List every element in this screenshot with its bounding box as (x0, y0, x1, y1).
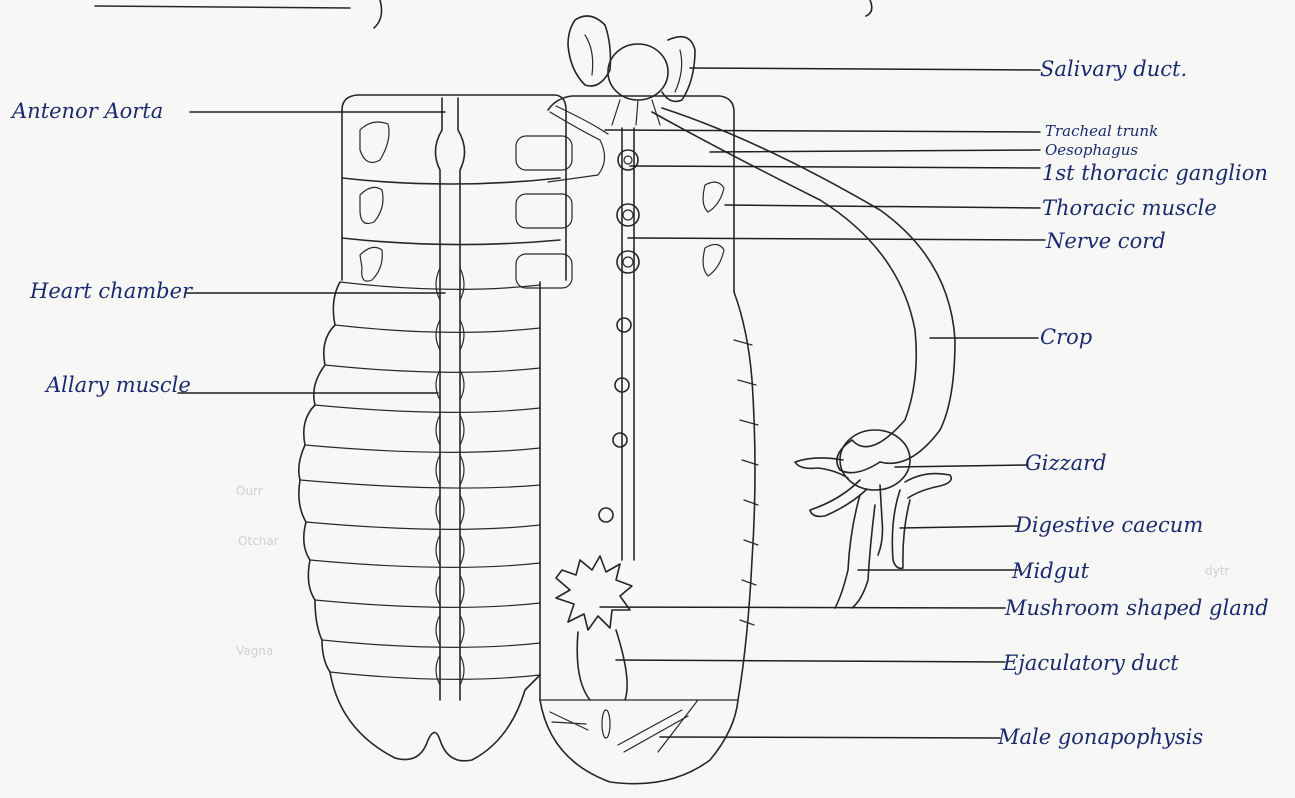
left-labels: Antenor Aorta Heart chamber Allary muscl… (10, 99, 194, 397)
label-nerve-cord: Nerve cord (1045, 229, 1166, 253)
label-oesophagus: Oesophagus (1045, 141, 1138, 159)
dorsal-vessel (435, 98, 464, 700)
svg-text:Ourr: Ourr (236, 484, 263, 498)
label-mushroom-gland: Mushroom shaped gland (1004, 596, 1269, 620)
label-midgut: Midgut (1011, 559, 1090, 583)
label-gizzard: Gizzard (1025, 451, 1107, 475)
label-salivary-duct: Salivary duct. (1040, 57, 1187, 81)
digestive-tract (652, 108, 955, 608)
label-digestive-caecum: Digestive caecum (1014, 513, 1203, 537)
nerve-cord (599, 128, 639, 560)
label-thoracic-muscle: Thoracic muscle (1042, 196, 1217, 220)
leader-lines (178, 68, 1045, 738)
label-male-gonapophysis: Male gonapophysis (997, 725, 1203, 749)
head-salivary (568, 16, 695, 125)
label-crop: Crop (1040, 325, 1092, 349)
svg-text:Otchar: Otchar (238, 534, 279, 548)
dorsal-body-outline (299, 95, 566, 761)
label-tracheal-trunk: Tracheal trunk (1045, 122, 1158, 140)
reproductive-organs (550, 556, 698, 752)
label-alary-muscle: Allary muscle (44, 373, 191, 397)
tracheal-tubes (548, 106, 608, 182)
svg-text:dytr: dytr (1205, 564, 1229, 578)
svg-text:Vagna: Vagna (236, 644, 273, 658)
ventral-body-outline (516, 96, 758, 784)
label-anterior-aorta: Antenor Aorta (10, 99, 163, 123)
label-heart-chamber: Heart chamber (29, 279, 194, 303)
label-first-thoracic-ganglion: 1st thoracic ganglion (1042, 161, 1268, 185)
label-ejaculatory-duct: Ejaculatory duct (1002, 651, 1179, 675)
cropped-title-fragment (95, 0, 872, 28)
right-labels: Salivary duct. Tracheal trunk Oesophagus… (997, 57, 1269, 749)
